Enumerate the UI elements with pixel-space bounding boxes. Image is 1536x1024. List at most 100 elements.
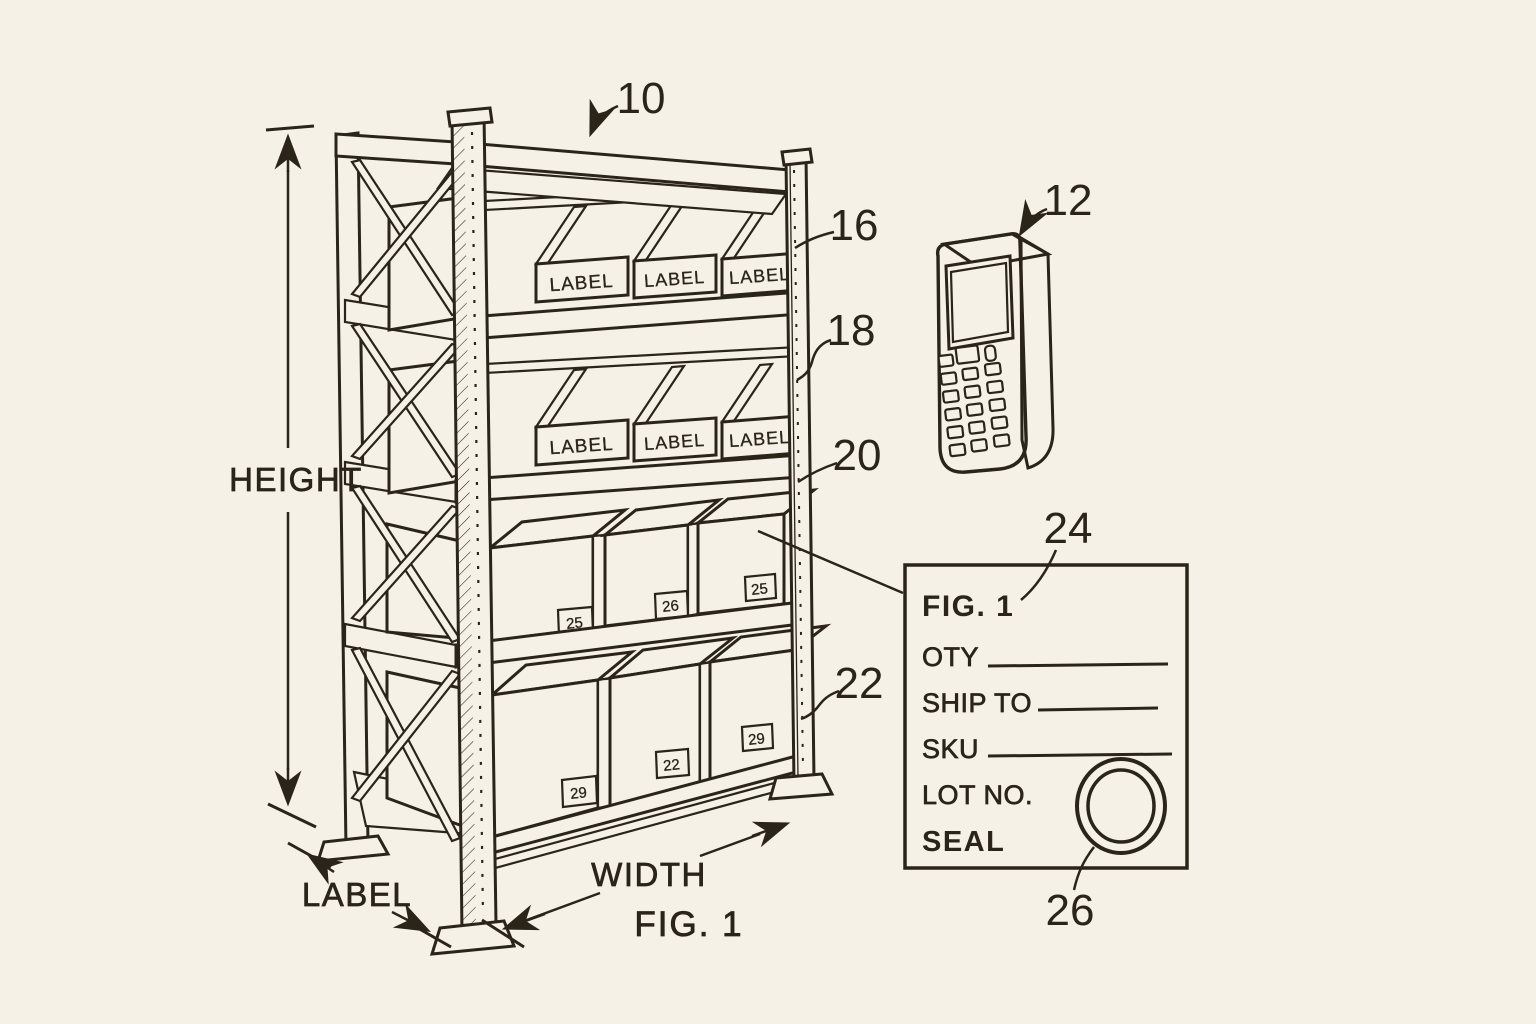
bin-label-text: LABEL	[643, 430, 705, 454]
ref-20-leader	[797, 461, 838, 484]
width-dimension: WIDTH	[481, 821, 791, 949]
ref-22: 22	[835, 659, 884, 708]
dim-tick	[265, 124, 315, 132]
ref-12-arrow	[1018, 198, 1049, 237]
mesh-deck	[435, 166, 789, 216]
scanner-key	[946, 424, 965, 440]
scanner-key	[963, 384, 982, 399]
upright-post-front-left	[429, 106, 517, 956]
carton-tag-number: 29	[569, 784, 587, 803]
scanner-key	[961, 366, 980, 382]
width-label: WIDTH	[591, 856, 707, 893]
upright-post-front-right	[767, 147, 835, 801]
carton-tag-number: 22	[662, 756, 680, 775]
bin-label-text: LABEL	[728, 264, 790, 288]
scanner-key	[941, 389, 960, 404]
ref-16-leader	[794, 230, 835, 250]
cross-braces	[350, 158, 462, 843]
bin-label-text: LABEL	[549, 271, 614, 296]
form-title: FIG. 1	[922, 590, 1014, 623]
dim-line	[699, 832, 761, 858]
form-qty-label: OTY	[922, 642, 979, 672]
dim-tick	[267, 802, 317, 829]
carton-gap	[591, 533, 607, 630]
handheld-scanner	[935, 231, 1055, 474]
dim-tick	[481, 918, 525, 949]
carton-tag	[654, 747, 691, 780]
ref-24: 24	[1044, 504, 1093, 553]
bin-label-text: LABEL	[643, 267, 705, 291]
form-ship-to-line[interactable]	[1037, 706, 1159, 712]
height-dimension: HEIGHT	[229, 124, 363, 829]
carton-tag	[560, 774, 599, 809]
scanner-key	[937, 353, 955, 368]
bin-label-text: LABEL	[549, 434, 614, 459]
form-ship-to-label: SHIP TO	[922, 688, 1032, 718]
carton-tag-number: 26	[661, 597, 679, 616]
box-shelf-lower: 29 22 29	[385, 623, 832, 840]
post-foot	[429, 919, 517, 956]
seal-stamp-inner-icon	[1086, 768, 1156, 844]
carton-tag	[740, 722, 775, 753]
bin-label-plate	[534, 255, 630, 304]
scanner-key	[990, 415, 1009, 430]
dim-tick	[287, 841, 332, 869]
ref-16: 16	[830, 201, 879, 250]
scanner-key	[992, 433, 1011, 448]
scanner-key	[965, 402, 984, 417]
scanner-keypad	[937, 344, 1011, 458]
scanner-key	[986, 379, 1005, 395]
scanner-key	[944, 407, 963, 422]
ref-12: 12	[1044, 176, 1093, 225]
reference-callouts: 10 12 16 18 20 22 24 26	[589, 74, 1095, 935]
form-border	[903, 563, 1189, 870]
form-sku-line[interactable]	[987, 752, 1173, 758]
scanner-screen	[949, 261, 1010, 344]
form-qty-line[interactable]	[987, 662, 1169, 668]
scanner-key	[983, 344, 997, 362]
ref-18-leader	[796, 338, 832, 382]
bin-label-plate	[632, 253, 718, 300]
ref-22-leader	[800, 689, 840, 721]
ref-10-arrow	[589, 98, 619, 138]
ref-24-leader	[1020, 549, 1058, 601]
ref-18: 18	[827, 306, 876, 355]
dim-line	[507, 891, 601, 929]
post-cap	[446, 106, 494, 128]
bin-label-text: LABEL	[728, 427, 790, 451]
ref-26-leader	[1072, 846, 1095, 891]
scanner-key	[988, 397, 1007, 413]
scanner-side-face	[1019, 235, 1055, 470]
dim-arrow	[751, 821, 791, 848]
form-seal-label: SEAL	[922, 826, 1005, 858]
figure-caption: FIG. 1	[634, 905, 743, 944]
depth-dimension: LABEL	[287, 841, 452, 949]
depth-label: LABEL	[302, 876, 412, 913]
scanner-key	[967, 420, 986, 435]
scanner-key	[983, 361, 1002, 377]
shelving-rack: LABEL LABEL LABEL LABEL LABEL LABEL	[315, 106, 835, 956]
carton-tag-number: 29	[747, 730, 765, 749]
scanner-key	[970, 438, 989, 453]
scanner-key	[954, 344, 981, 365]
dim-tick	[408, 921, 452, 949]
ref-10: 10	[617, 74, 666, 123]
shipping-label-form: FIG. 1 OTY SHIP TO SKU LOT NO. SEAL	[757, 529, 1189, 870]
post-foot	[767, 772, 835, 801]
carton-to-form-leader	[757, 529, 904, 595]
ref-20: 20	[833, 431, 882, 480]
form-sku-label: SKU	[922, 734, 979, 764]
ref-26: 26	[1046, 886, 1095, 935]
height-label: HEIGHT	[229, 461, 363, 498]
scanner-key	[939, 371, 958, 386]
carton-tag	[743, 572, 778, 603]
form-lot-no-label: LOT NO.	[922, 780, 1033, 810]
post-cap	[780, 147, 814, 167]
scanner-key	[948, 442, 967, 458]
scanner-front-face	[935, 231, 1028, 474]
carton-gap	[596, 676, 612, 810]
bin-label-plate	[632, 416, 718, 463]
bin-label-plate	[534, 418, 630, 467]
